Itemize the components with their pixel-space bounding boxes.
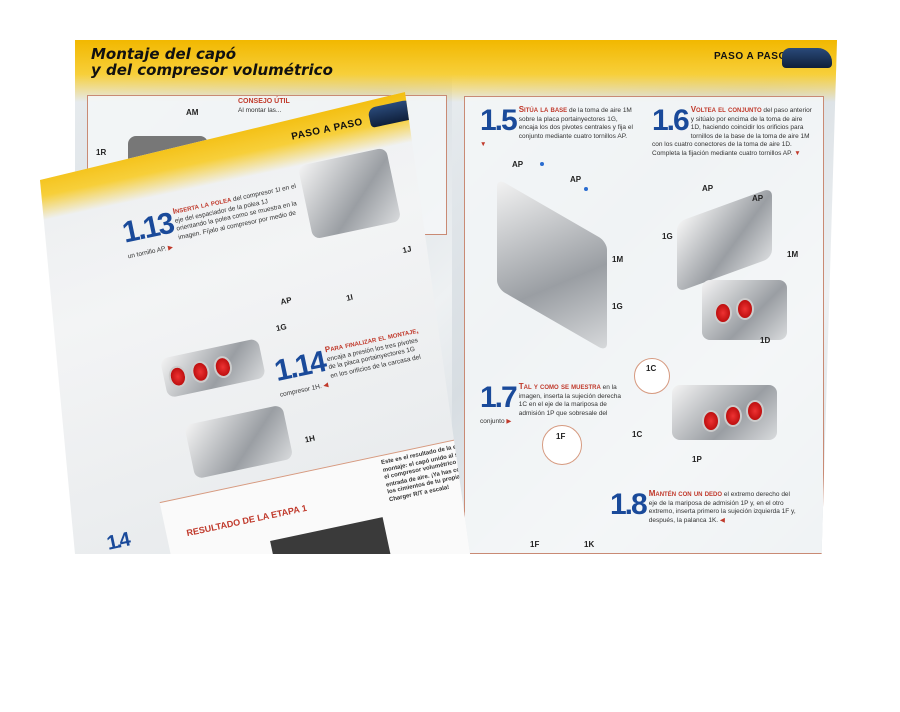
part-label: 1M <box>787 250 799 259</box>
step-lead: Tal y como se muestra <box>518 382 601 391</box>
intake-opening <box>714 302 732 324</box>
part-label: 1C <box>646 364 657 373</box>
intake-opening <box>746 400 764 422</box>
intake-opening <box>702 410 720 432</box>
part-label: AP <box>570 175 582 184</box>
step-lead: Mantén con un dedo <box>648 489 723 498</box>
intake-opening <box>724 405 742 427</box>
part-label: 1D <box>760 336 771 345</box>
compressor-result-image <box>198 572 277 635</box>
step-lead: Sitúa la base <box>518 105 568 114</box>
detail-callout: 1C <box>634 358 670 394</box>
car-image <box>782 48 832 68</box>
result-title: RESULTADO DE LA ETAPA 1 <box>185 502 308 539</box>
step-number: 1.8 <box>610 488 648 521</box>
part-label: 1P <box>692 455 702 464</box>
part-label: 1G <box>275 322 288 334</box>
part-label: 1I <box>345 292 354 303</box>
part-label: AP <box>752 194 764 203</box>
step-number: 1.5 <box>480 104 518 137</box>
part-label: 1C <box>632 430 643 439</box>
part-label: 1F <box>556 432 566 441</box>
header-band <box>452 40 837 102</box>
header-band <box>75 40 455 102</box>
title-line-1: Montaje del capó <box>91 45 237 63</box>
part-label: 1K <box>584 540 595 549</box>
intake-opening <box>736 298 754 320</box>
tip-text: Al montar las... <box>238 107 282 114</box>
step-number: 1.6 <box>652 104 690 137</box>
part-label: 1M <box>612 255 624 264</box>
step-text: de la toma de aire 1M sobre la placa por… <box>518 107 633 140</box>
section-header: PASO A PASO <box>714 51 787 62</box>
part-label: AP <box>702 184 714 193</box>
part-label: 1G <box>662 232 673 241</box>
screw-icon <box>584 187 588 191</box>
part-label: 1G <box>612 302 623 311</box>
tip-title: CONSEJO ÚTIL <box>238 98 290 105</box>
part-label: 1F <box>530 540 540 549</box>
compressor-housing-image <box>184 404 294 480</box>
part-label: AP <box>512 160 524 169</box>
part-label: 1R <box>96 148 107 157</box>
title-line-2: y del compresor volumétrico <box>91 61 333 79</box>
detail-callout: 1F <box>542 425 582 465</box>
part-label: 1H <box>303 433 316 445</box>
part-label: AM <box>186 108 199 117</box>
step-text: en la imagen, inserta la sujeción derech… <box>480 384 621 425</box>
part-label: AP <box>279 295 293 307</box>
screw-icon <box>540 162 544 166</box>
step-number: 1.7 <box>480 381 518 414</box>
step-lead: Voltea el conjunto <box>690 105 762 114</box>
step-number: 1.13 <box>119 206 176 250</box>
step-text: del paso anterior y sitúalo por encima d… <box>652 107 812 157</box>
step-number: 1.14 <box>271 345 328 388</box>
hood-image <box>270 517 406 554</box>
part-label: 1J <box>401 244 413 256</box>
step-text: el extremo derecho del eje de la maripos… <box>648 491 796 524</box>
